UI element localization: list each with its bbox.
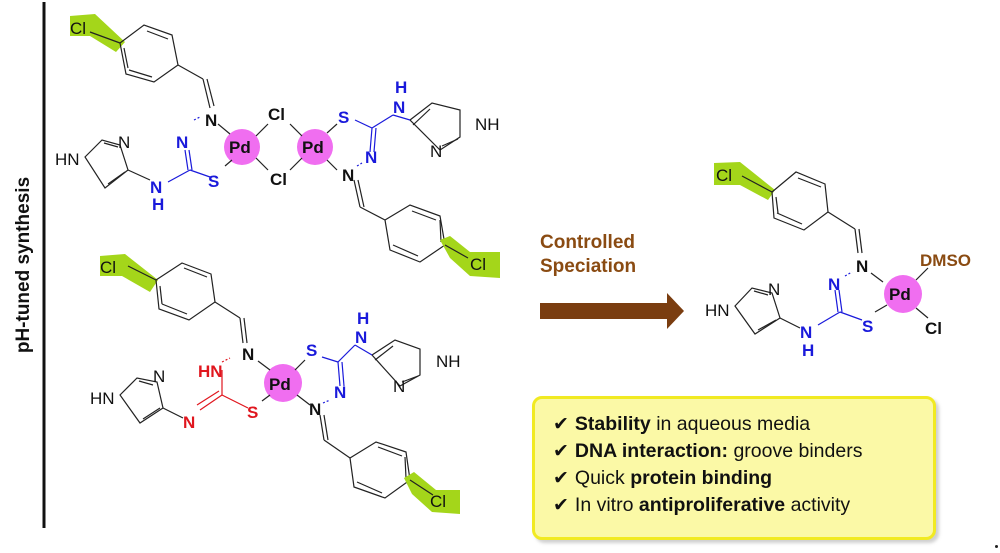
benzene-ring (155, 262, 216, 321)
reaction-arrow (540, 293, 684, 329)
amine-h-label: H (152, 195, 164, 214)
chlorine-highlight (70, 14, 125, 52)
checkmark-icon: ✔ (553, 495, 569, 516)
chlorine-highlight (714, 162, 775, 200)
benefit-item: ✔In vitro antiproliferative activity (553, 492, 933, 519)
amine-n-label: N (355, 328, 367, 347)
pd-label: Pd (269, 375, 291, 394)
imidazole-n-label: N (118, 133, 130, 152)
dimer-structure (70, 14, 500, 278)
side-label-container: pH-tuned synthesis (2, 100, 46, 430)
aryl-cl-label: Cl (70, 19, 86, 38)
aryl-cl-label: Cl (716, 166, 732, 185)
amine-h-label: H (357, 309, 369, 328)
pd-label: Pd (889, 285, 911, 304)
chlorine-highlight (404, 472, 460, 514)
benefit-item: ✔Quick protein binding (553, 465, 933, 492)
chlorine-highlight (440, 236, 500, 278)
benefit-item: ✔DNA interaction: groove binders (553, 438, 933, 465)
checkmark-icon: ✔ (553, 414, 569, 435)
imidazole-ring (371, 339, 421, 387)
imidazole-hn-label: HN (705, 301, 730, 320)
imidazole-ring (409, 102, 461, 151)
hydrazine-n-label: N (365, 148, 377, 167)
arrow-caption-line2: Speciation (540, 256, 637, 277)
thiolate-s-label: S (862, 317, 873, 336)
checkmark-icon: ✔ (553, 441, 569, 462)
imine-n-label: N (856, 257, 868, 276)
hydrazine-n-label: N (828, 275, 840, 294)
tautomer-hn-label: HN (198, 362, 223, 381)
aryl-cl-label: Cl (100, 258, 116, 277)
benefit-bold: Stability (574, 413, 651, 435)
benefit-bold: protein binding (630, 467, 773, 489)
amine-h-label: H (395, 78, 407, 97)
pd-highlight (224, 129, 260, 165)
imidazole-ring (734, 287, 781, 335)
imidazole-hn-label: HN (55, 150, 80, 169)
imine-n-label: N (309, 400, 321, 419)
benzene-ring (119, 24, 179, 83)
imidazole-n-label: N (393, 377, 405, 396)
stray-dot (995, 545, 998, 548)
pd-highlight (884, 275, 922, 313)
amine-n-label: N (393, 98, 405, 117)
benzene-ring (771, 171, 829, 231)
tautomer-s-label: S (247, 403, 258, 422)
bridging-cl-label: Cl (268, 105, 285, 124)
tautomer-n-label: N (183, 413, 195, 432)
side-label: pH-tuned synthesis (13, 176, 34, 354)
dimer-labels: Cl N N Pd Pd Cl Cl S N H HN N S N N H N … (55, 19, 500, 274)
imidazole-ring (119, 377, 164, 424)
benefit-item: ✔Stability in aqueous media (553, 411, 933, 438)
product-structure (714, 162, 929, 335)
mixed-monomer-labels: Cl N HN Pd S N HN N S N N H N NH N Cl (90, 258, 461, 511)
imine-n-label: N (342, 166, 354, 185)
mixed-monomer-structure (100, 254, 460, 514)
imidazole-n-label: N (768, 280, 780, 299)
aryl-cl-label: Cl (470, 255, 486, 274)
thiolate-s-label: S (338, 108, 349, 127)
imidazole-hn-label: HN (90, 389, 115, 408)
dmso-label: DMSO (920, 251, 971, 270)
imidazole-nh-label: NH (436, 352, 461, 371)
imidazole-ring (84, 139, 129, 189)
imine-n-label: N (205, 111, 217, 130)
hydrazine-n-label: N (176, 133, 188, 152)
imidazole-n-label: N (153, 367, 165, 386)
pd-label: Pd (229, 138, 251, 157)
pd-label: Pd (302, 138, 324, 157)
pd-highlight (297, 129, 333, 165)
benefit-text: in aqueous media (650, 413, 811, 435)
thiolate-s-label: S (208, 172, 219, 191)
benefit-text: groove binders (728, 440, 863, 462)
benefit-bold: antiproliferative (638, 494, 786, 516)
aryl-cl-label: Cl (430, 492, 446, 511)
amine-h-label: H (802, 341, 814, 360)
product-labels: Cl N N Pd DMSO Cl S N H HN N (705, 166, 971, 360)
pd-highlight (264, 364, 302, 402)
imidazole-n-label: N (430, 142, 442, 161)
benefit-text: activity (785, 494, 851, 516)
arrow-caption-line1: Controlled (540, 232, 635, 253)
imidazole-nh-label: NH (475, 115, 500, 134)
pd-cl-label: Cl (925, 319, 942, 338)
benefits-box: ✔Stability in aqueous media ✔DNA interac… (532, 396, 936, 540)
benzene-ring (384, 204, 446, 263)
chlorine-highlight (100, 254, 158, 292)
amine-n-label: N (150, 178, 162, 197)
imine-n-label: N (242, 345, 254, 364)
bridging-cl-label: Cl (270, 170, 287, 189)
benefit-text: In vitro (574, 494, 639, 516)
benzene-ring (349, 441, 411, 499)
thiolate-s-label: S (306, 341, 317, 360)
benefit-text: Quick (574, 467, 631, 489)
amine-n-label: N (800, 323, 812, 342)
checkmark-icon: ✔ (553, 468, 569, 489)
benefit-bold: DNA interaction: (574, 440, 729, 462)
arrow-caption: Controlled Speciation (540, 231, 680, 279)
hydrazine-n-label: N (334, 383, 346, 402)
